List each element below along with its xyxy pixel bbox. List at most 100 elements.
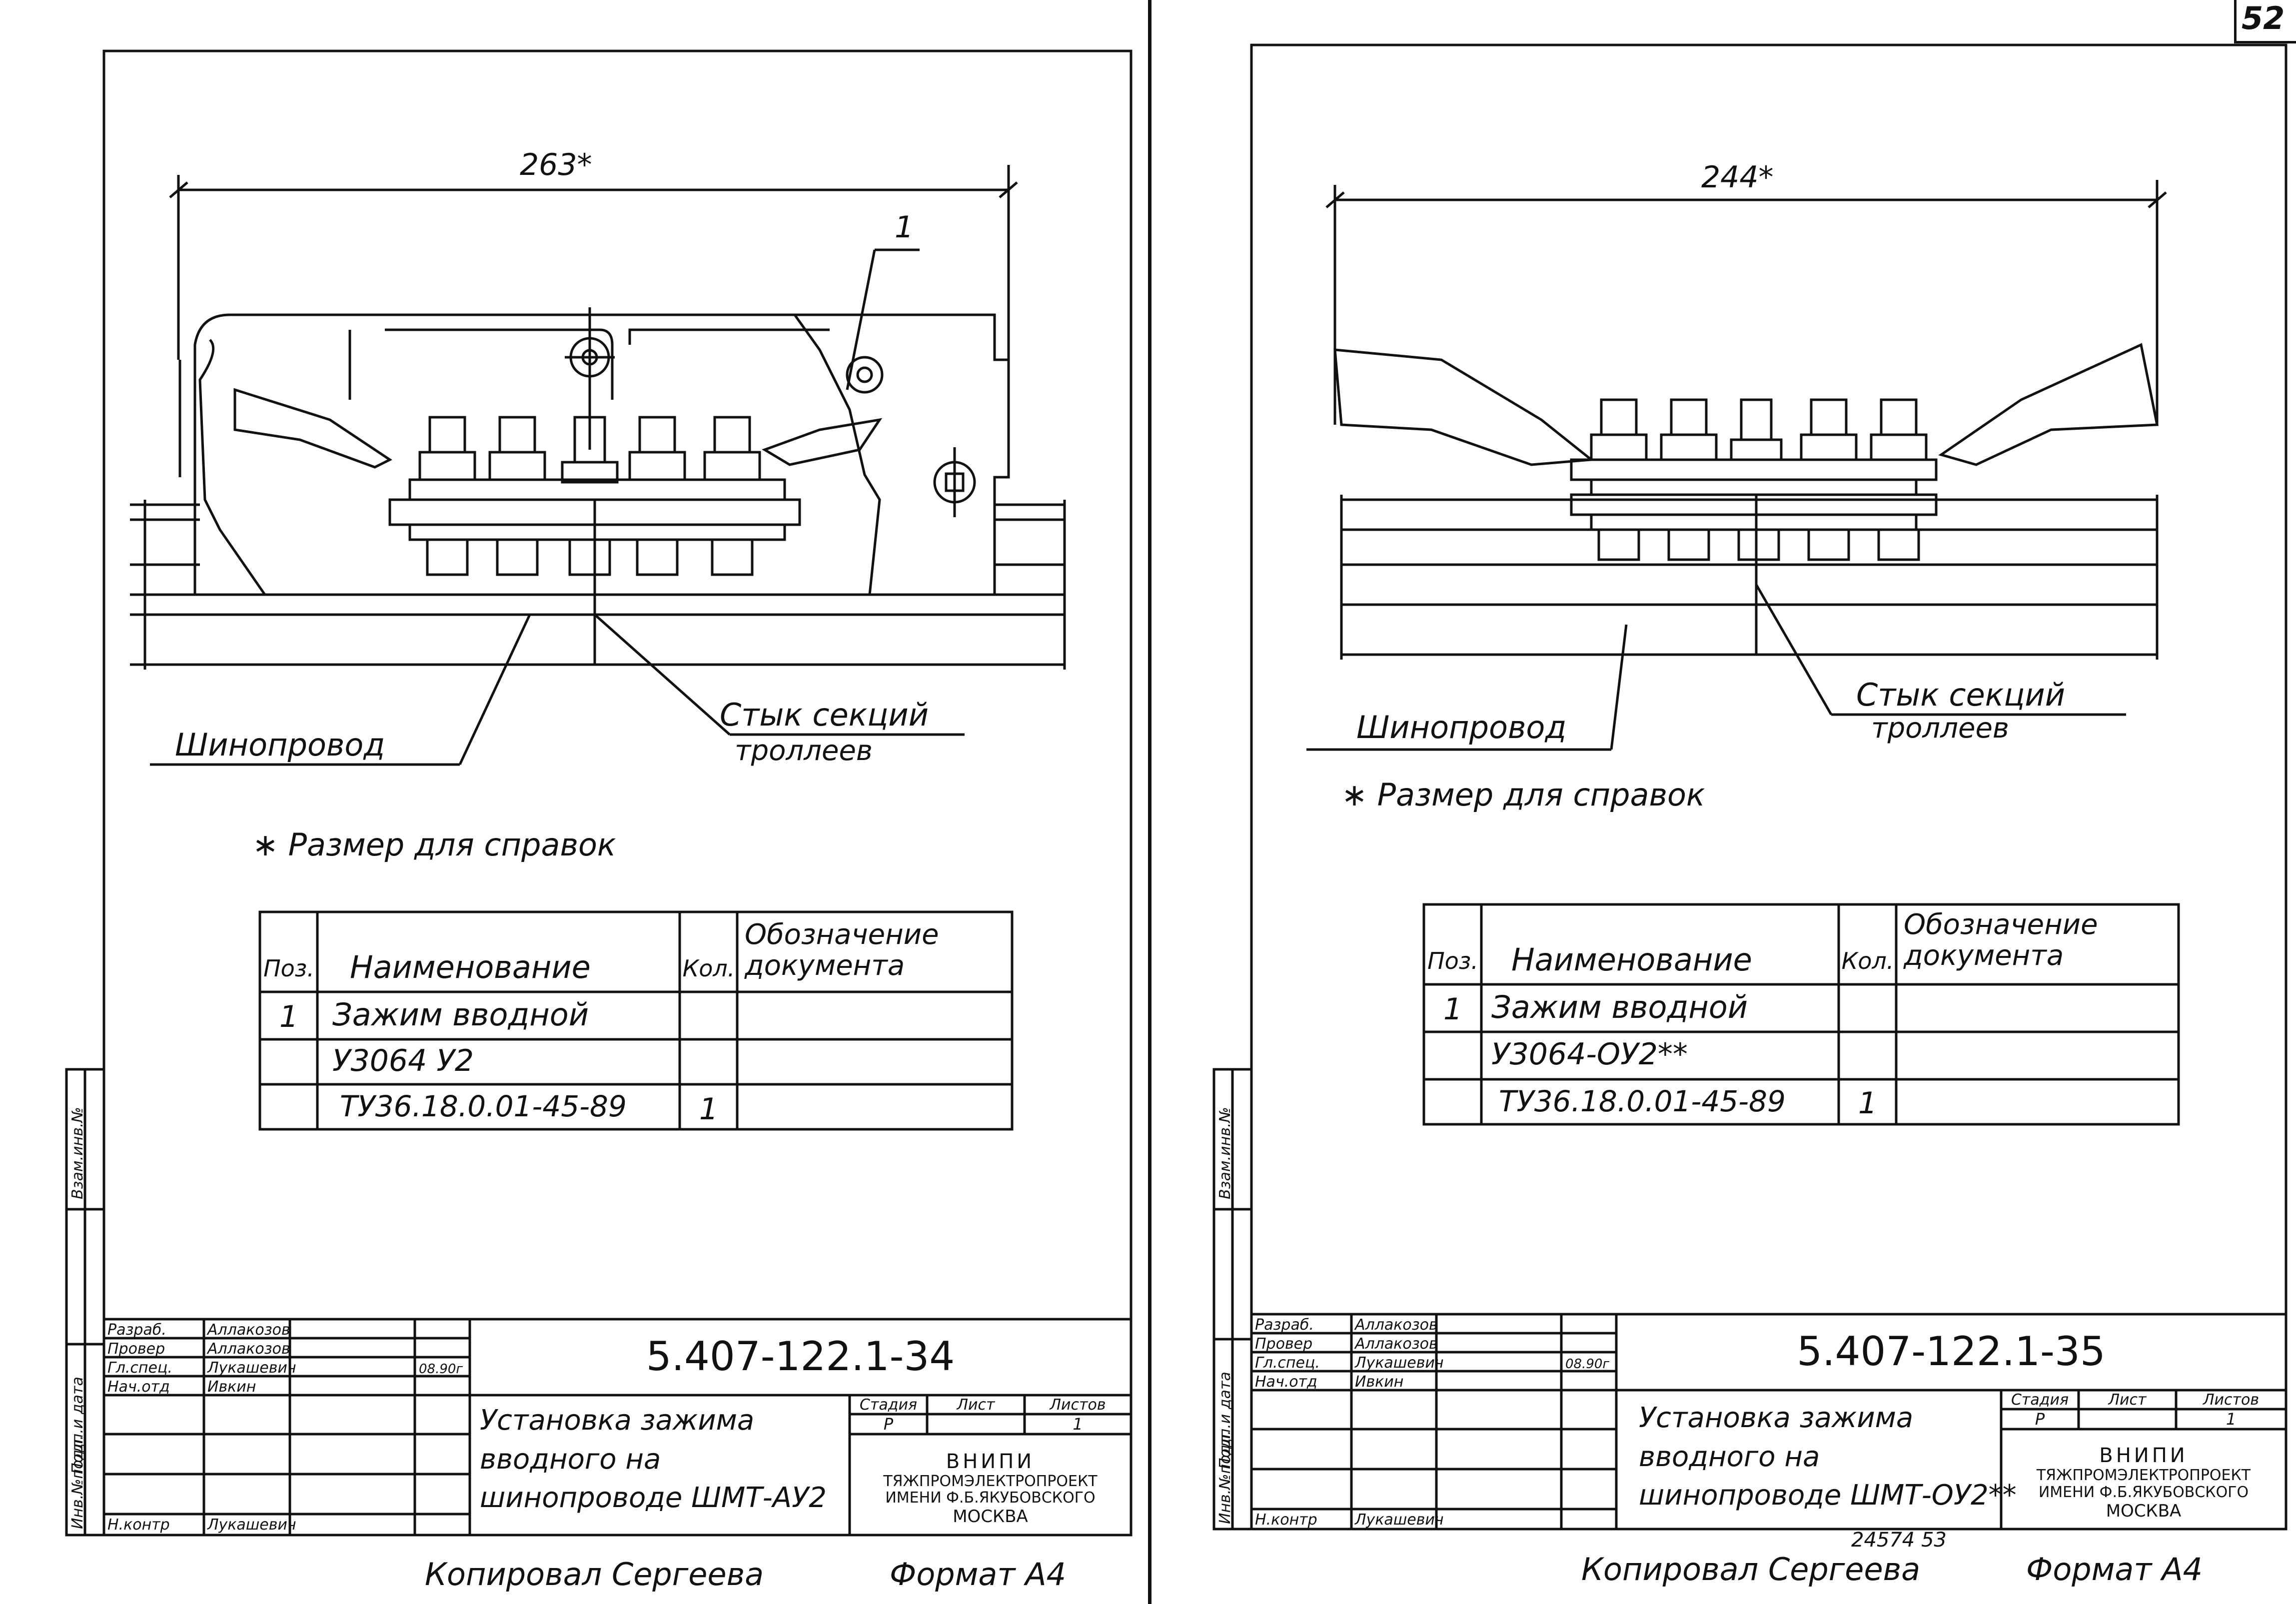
dimension-label: 244* <box>1701 160 1774 195</box>
spec-cell-name: ТУ36.18.0.01-45-89 <box>1499 1084 1786 1118</box>
busway-label: Шинопровод <box>1356 709 1567 746</box>
bolt-group <box>418 416 761 576</box>
side-stamp-grid <box>1212 1068 1253 1531</box>
tb-name: Лукашевич <box>1355 1511 1444 1529</box>
tb-org-line: ТЯЖПРОМЭЛЕКТРОПРОЕКТ <box>883 1473 1098 1490</box>
tb-stage-value: 1 <box>2226 1410 2237 1429</box>
sheet-right-drawing <box>1212 43 2288 1531</box>
tb-name: Ивкин <box>1355 1373 1404 1391</box>
tb-name: Аллакозов <box>1355 1335 1438 1353</box>
drawing-frame <box>102 49 1133 1537</box>
format-label: Формат А4 <box>2026 1551 2203 1588</box>
tb-stage-header: Стадия <box>2011 1391 2069 1409</box>
tb-org-line: ТЯЖПРОМЭЛЕКТРОПРОЕКТ <box>2036 1467 2251 1484</box>
side-stamp-grid <box>65 1068 105 1537</box>
dimension-label: 263* <box>520 147 592 182</box>
joint-label: Стык секций <box>720 697 929 733</box>
tb-role: Н.контр <box>1255 1511 1317 1529</box>
tb-org-line: МОСКВА <box>2106 1501 2182 1521</box>
title-block-grid <box>1251 1313 2286 1529</box>
spec-header-pos: Поз. <box>1427 947 1478 974</box>
tb-role: Провер <box>1255 1335 1313 1353</box>
drawing-frame <box>1250 43 2288 1531</box>
tb-name: Лукашевич <box>207 1359 296 1377</box>
tb-date: 08.90г <box>1565 1357 1610 1372</box>
joint-label-2: троллеев <box>1871 712 2009 745</box>
spec-table-grid <box>1422 903 2180 1126</box>
tb-org-line: ВНИПИ <box>2099 1444 2188 1467</box>
spec-header-qty: Кол. <box>682 955 735 982</box>
tb-title-line: Установка зажима <box>480 1404 755 1437</box>
sheet-separator <box>1148 0 1151 1604</box>
tb-name: Аллакозов <box>1355 1316 1438 1334</box>
tb-title-line: шинопроводе ШМТ-АУ2 <box>480 1482 827 1514</box>
spec-cell-name: У3064 У2 <box>332 1043 474 1078</box>
spec-header-doc: Обозначение документа <box>745 918 939 982</box>
copied-by: Копировал Сергеева <box>425 1556 764 1593</box>
tb-title-line: шинопроводе ШМТ-ОУ2** <box>1639 1479 2017 1512</box>
tb-stage-header: Лист <box>957 1396 995 1414</box>
joint-label: Стык секций <box>1856 677 2065 713</box>
spec-header-name: Наименование <box>1511 941 1752 978</box>
side-label-replace: Взам.инв.№ <box>69 1107 86 1199</box>
tb-role: Гл.спец. <box>1255 1354 1320 1372</box>
joint-label-2: троллеев <box>735 735 873 767</box>
tb-stage-header: Лист <box>2108 1391 2147 1409</box>
tb-name: Лукашевич <box>1355 1354 1444 1372</box>
tb-role: Гл.спец. <box>107 1359 172 1377</box>
spec-header-doc: Обозначение документа <box>1904 908 2098 972</box>
tb-role: Нач.отд <box>1255 1373 1317 1391</box>
spec-cell-qty: 1 <box>1858 1086 1878 1121</box>
page-number: 52 <box>2242 0 2285 36</box>
tb-stage-value: 1 <box>1073 1415 1083 1434</box>
document-code: 5.407-122.1-35 <box>1797 1328 2106 1375</box>
copied-by: Копировал Сергеева <box>1581 1551 1921 1588</box>
sheet-left: 263* 1 Шинопровод Стык секций троллеев ∗… <box>65 49 1133 1593</box>
tb-stage-header: Стадия <box>859 1396 918 1414</box>
bolt-group <box>1590 398 1928 561</box>
page-number-box: 52 <box>2234 0 2296 43</box>
footnote: ∗ Размер для справок <box>1341 777 1705 813</box>
spec-cell-name: Зажим вводной <box>1491 989 1748 1025</box>
spec-table-grid <box>258 910 1014 1131</box>
spec-cell-name: У3064-ОУ2** <box>1491 1037 1688 1072</box>
format-label: Формат А4 <box>890 1556 1067 1593</box>
spec-header-qty: Кол. <box>1841 947 1894 974</box>
tb-role: Разраб. <box>1255 1316 1314 1334</box>
tb-name: Аллакозов <box>207 1321 290 1339</box>
tb-role: Провер <box>107 1340 165 1358</box>
tb-stage-value: Р <box>2035 1410 2045 1429</box>
spec-header-pos: Поз. <box>263 955 314 982</box>
tb-name: Лукашевич <box>207 1516 296 1534</box>
spec-cell-pos: 1 <box>1443 992 1463 1027</box>
spec-cell-pos: 1 <box>279 999 299 1034</box>
document-code: 5.407-122.1-34 <box>646 1333 955 1380</box>
spec-header-name: Наименование <box>350 949 591 985</box>
tb-role: Н.контр <box>107 1516 170 1534</box>
tb-stage-header: Листов <box>1050 1396 1106 1414</box>
archive-number: 24574 53 <box>1851 1529 1947 1552</box>
footnote: ∗ Размер для справок <box>252 826 616 863</box>
tb-role: Разраб. <box>107 1321 166 1339</box>
tb-date: 08.90г <box>419 1362 463 1377</box>
tb-org-line: МОСКВА <box>953 1507 1028 1527</box>
tb-title-line: вводного на <box>1639 1441 1820 1473</box>
side-label-sign: Подп.и дата <box>1216 1372 1234 1469</box>
item-callout: 1 <box>895 210 914 245</box>
tb-stage-value: Р <box>883 1415 894 1434</box>
side-label-sign: Подп.и дата <box>69 1377 86 1474</box>
tb-stage-header: Листов <box>2203 1391 2260 1409</box>
spec-cell-name: ТУ36.18.0.01-45-89 <box>340 1089 627 1123</box>
spec-cell-qty: 1 <box>699 1092 719 1127</box>
tb-title-line: Установка зажима <box>1639 1402 1914 1434</box>
tb-name: Ивкин <box>207 1378 256 1396</box>
title-block-grid <box>104 1318 1131 1535</box>
tb-org-line: ИМЕНИ Ф.Б.ЯКУБОВСКОГО <box>885 1489 1096 1507</box>
busway-label: Шинопровод <box>175 727 385 763</box>
spec-cell-name: Зажим вводной <box>332 996 589 1033</box>
sheet-left-drawing <box>65 49 1133 1537</box>
tb-name: Аллакозов <box>207 1340 290 1358</box>
side-label-replace: Взам.инв.№ <box>1216 1107 1234 1199</box>
tb-org-line: ВНИПИ <box>946 1450 1035 1473</box>
tb-title-line: вводного на <box>480 1443 661 1476</box>
